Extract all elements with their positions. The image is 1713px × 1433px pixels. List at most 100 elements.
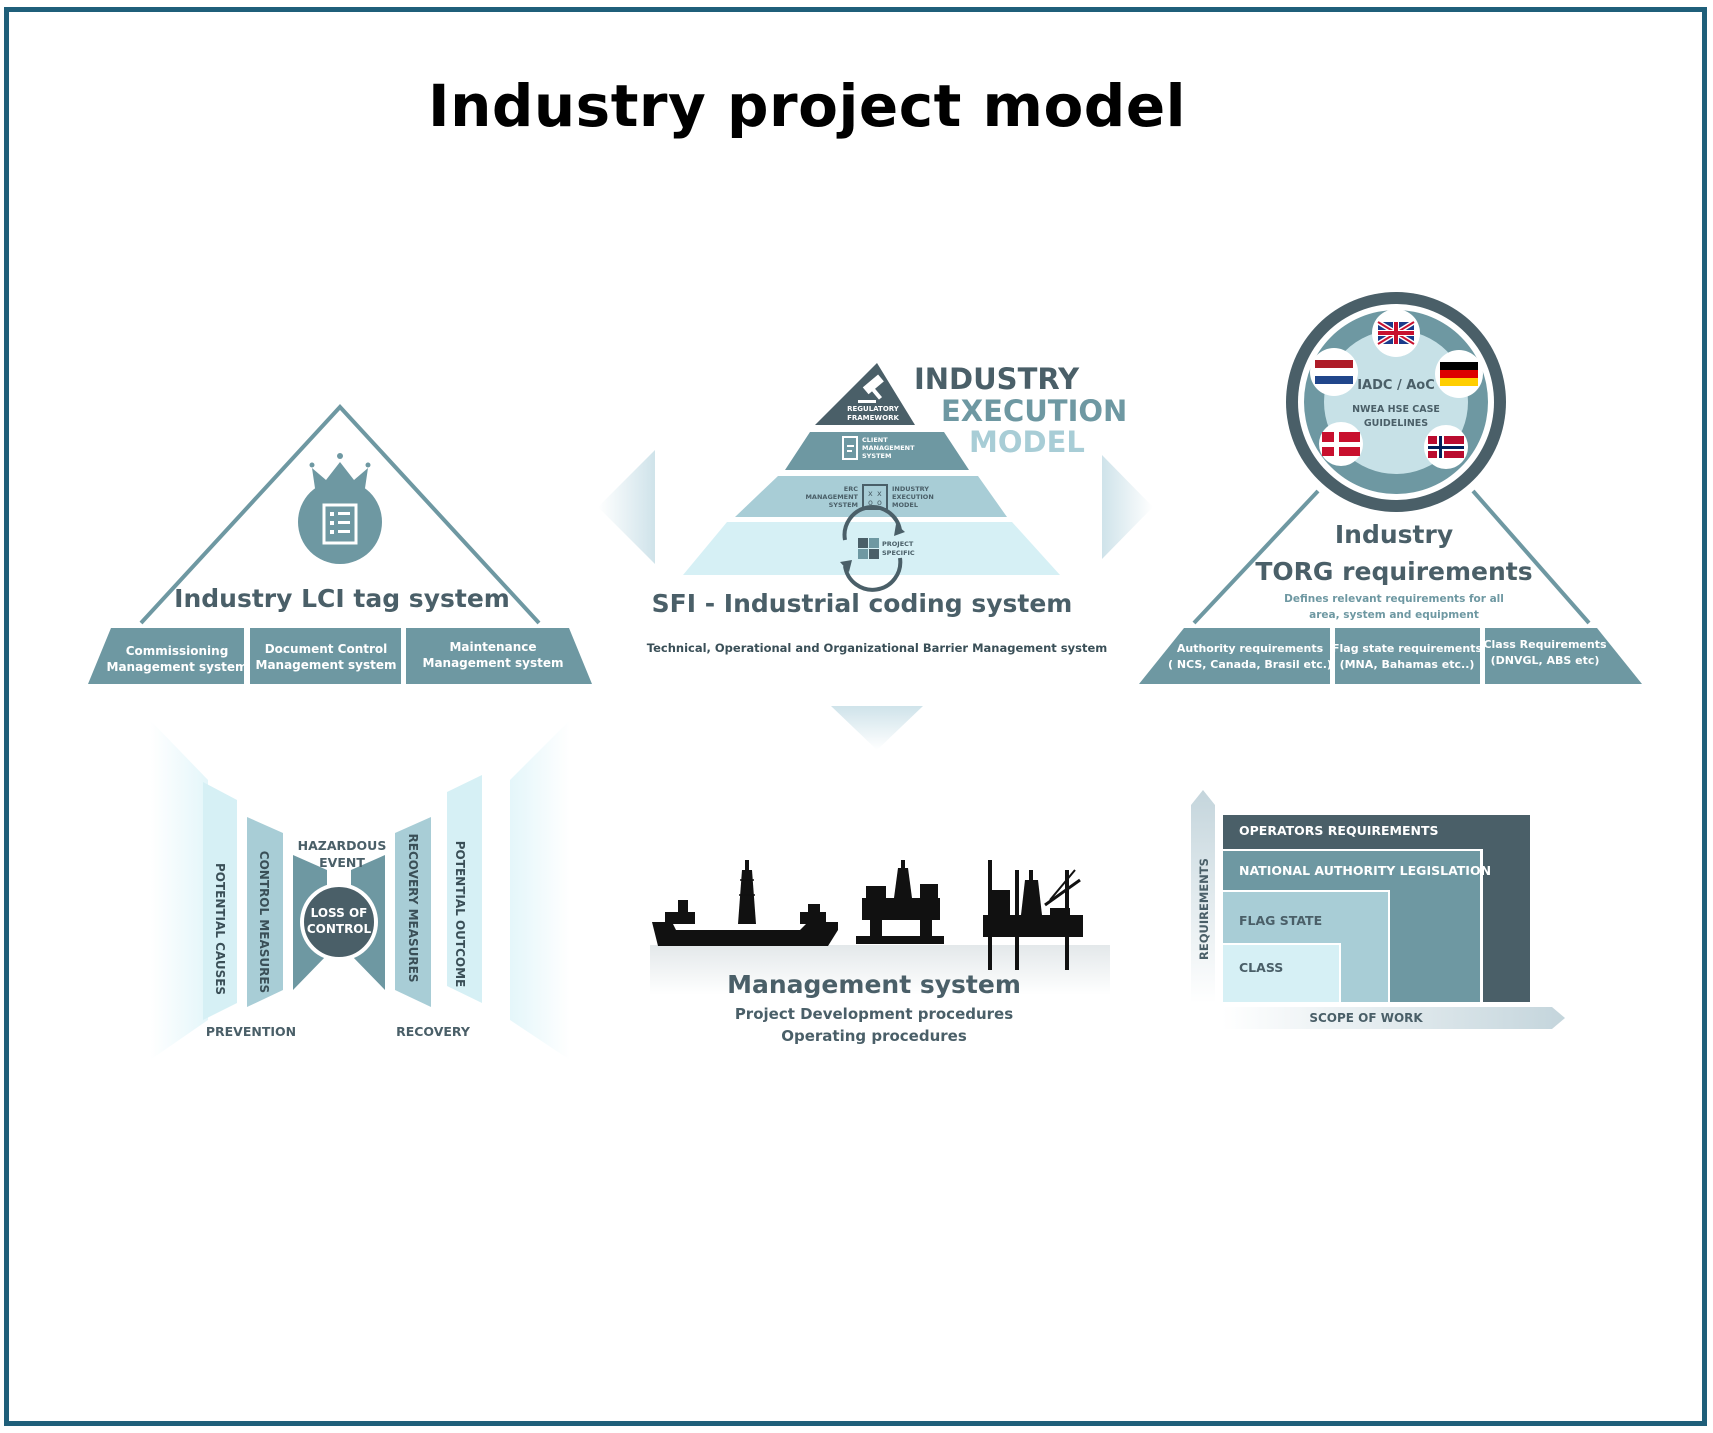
iem-level1-line1: REGULATORY xyxy=(847,405,900,413)
arrow-right-icon xyxy=(1102,455,1153,559)
hazardous-label2: EVENT xyxy=(319,855,365,870)
arrow-down-icon xyxy=(831,706,923,750)
potential-outcome-label: POTENTIAL OUTCOME xyxy=(453,841,467,987)
prevention-label: PREVENTION xyxy=(206,1024,296,1039)
torg-box-2-line1: Flag state requirements xyxy=(1332,642,1482,655)
jackup-rig-icon xyxy=(983,860,1083,970)
lci-box-3-line1: Maintenance xyxy=(449,640,536,654)
iem-level2-line3: SYSTEM xyxy=(862,452,891,460)
recovery-measures-label: RECOVERY MEASURES xyxy=(406,834,420,983)
bowtie-recovery-measures-bar xyxy=(395,817,431,1007)
semisubmersible-rig-icon xyxy=(856,860,944,944)
iem-level2-line1: CLIENT xyxy=(862,436,888,444)
torg-desc2: area, system and equipment xyxy=(1309,609,1479,621)
iem-level3-right1: INDUSTRY xyxy=(892,485,929,493)
torg-circle: NATIONAL OPERATION SPECIFIC IADC / AoC N… xyxy=(1286,292,1506,579)
torg-title1: Industry xyxy=(1335,520,1453,549)
checklist-crown-icon xyxy=(298,453,382,564)
torg-box-3-line2: (DNVGL, ABS etc) xyxy=(1491,654,1600,667)
level-label-national: NATIONAL AUTHORITY LEGISLATION xyxy=(1239,863,1491,878)
svg-text:o: o xyxy=(877,498,882,507)
requirements-axis-label: REQUIREMENTS xyxy=(1197,858,1211,960)
iem-word-execution: EXECUTION xyxy=(941,394,1127,428)
lci-box-1-line1: Commissioning xyxy=(126,644,229,658)
iem-level-client xyxy=(785,432,969,470)
lci-box-maintenance xyxy=(406,628,592,684)
svg-text:x: x xyxy=(868,489,873,498)
iem-level-erc xyxy=(735,476,1007,517)
torg-pyramid: NATIONAL OPERATION SPECIFIC IADC / AoC N… xyxy=(1139,292,1642,684)
torg-box-flag-state xyxy=(1335,628,1480,684)
scope-axis-label: SCOPE OF WORK xyxy=(1309,1011,1423,1025)
bowtie-potential-outcome-bar xyxy=(447,775,482,1003)
torg-box-class xyxy=(1485,628,1642,684)
iem-level3-left1: ERC xyxy=(844,485,858,493)
management-line2: Operating procedures xyxy=(781,1027,967,1045)
iem-level4-line2: SPECIFIC xyxy=(882,549,915,557)
lci-pyramid: Industry LCI tag system Commissioning Ma… xyxy=(88,404,592,684)
puzzle-cycle-icon xyxy=(840,505,905,592)
lci-box-2-line2: Management system xyxy=(256,658,397,672)
scope-axis-arrow xyxy=(1222,1007,1565,1029)
sfi-title: SFI - Industrial coding system xyxy=(652,589,1073,618)
torg-box-3-line1: Class Requirements xyxy=(1483,638,1606,651)
bowtie-potential-causes-bar xyxy=(203,782,237,1020)
iem-word-industry: INDUSTRY xyxy=(914,362,1080,396)
uk-flag-icon xyxy=(1372,309,1420,357)
execution-model: REGULATORY FRAMEWORK CLIENT MANAGEMENT S… xyxy=(598,362,1153,750)
potential-causes-label: POTENTIAL CAUSES xyxy=(213,863,227,995)
lci-box-commissioning xyxy=(88,628,244,684)
circle-sub1: NWEA HSE CASE xyxy=(1352,404,1440,415)
bowtie-left-fade xyxy=(150,720,208,1060)
iem-level3-right3: MODEL xyxy=(892,501,918,509)
lci-title: Industry LCI tag system xyxy=(174,584,510,613)
circle-sub2: GUIDELINES xyxy=(1364,418,1428,429)
gavel-icon xyxy=(858,374,884,403)
germany-flag-icon xyxy=(1435,350,1483,398)
lci-box-1-line2: Management system xyxy=(107,660,248,674)
bowtie-control-measures-bar xyxy=(247,817,283,1007)
torg-title2: TORG requirements xyxy=(1255,557,1532,586)
norway-flag-icon xyxy=(1424,425,1468,469)
management-line1: Project Development procedures xyxy=(735,1005,1013,1023)
netherlands-flag-icon xyxy=(1310,348,1358,396)
lci-box-2-line1: Document Control xyxy=(265,642,388,656)
torg-box-1-line1: Authority requirements xyxy=(1177,642,1324,655)
iem-level3-left2: MANAGEMENT xyxy=(805,493,858,501)
torg-left-edge xyxy=(1192,489,1320,625)
iem-level-project xyxy=(683,522,1060,575)
management-title: Management system xyxy=(727,970,1021,999)
iem-level4-line1: PROJECT xyxy=(882,540,914,548)
loss-label1: LOSS OF xyxy=(311,906,368,920)
management-system: Management system Project Development pr… xyxy=(650,860,1110,1045)
requirements-axis-arrow xyxy=(1191,790,1215,1003)
vessel-reflection xyxy=(650,945,1110,995)
lci-box-document-control xyxy=(250,628,401,684)
ring-national-label: NATIONAL xyxy=(1368,542,1431,560)
lci-triangle-outline xyxy=(139,404,541,625)
level-label-operators: OPERATORS REQUIREMENTS xyxy=(1239,823,1439,838)
level-label-flag-state: FLAG STATE xyxy=(1239,913,1322,928)
torg-right-edge xyxy=(1471,489,1591,625)
bowtie-right-fade xyxy=(510,720,570,1060)
loss-of-control-circle xyxy=(300,883,378,961)
level-class xyxy=(1223,945,1339,1002)
iem-word-model: MODEL xyxy=(969,425,1085,459)
arrow-left-icon xyxy=(598,450,655,564)
iem-level3-right2: EXECUTION xyxy=(892,493,934,501)
svg-text:o: o xyxy=(868,498,873,507)
drillship-icon xyxy=(652,860,838,946)
svg-text:x: x xyxy=(877,489,882,498)
iem-level1-line2: FRAMEWORK xyxy=(847,414,899,422)
iem-level-regulatory xyxy=(815,363,915,425)
recovery-label: RECOVERY xyxy=(396,1024,471,1039)
requirements-chart: REQUIREMENTS SCOPE OF WORK OPERATORS REQ… xyxy=(1191,790,1565,1029)
iem-level3-left3: SYSTEM xyxy=(829,501,858,509)
level-label-class: CLASS xyxy=(1239,960,1283,975)
torg-box-authority xyxy=(1139,628,1330,684)
torg-box-2-line2: (MNA, Bahamas etc..) xyxy=(1340,658,1475,671)
denmark-flag-icon xyxy=(1319,422,1363,466)
document-icon xyxy=(842,436,858,460)
circle-title: IADC / AoC xyxy=(1357,378,1435,393)
